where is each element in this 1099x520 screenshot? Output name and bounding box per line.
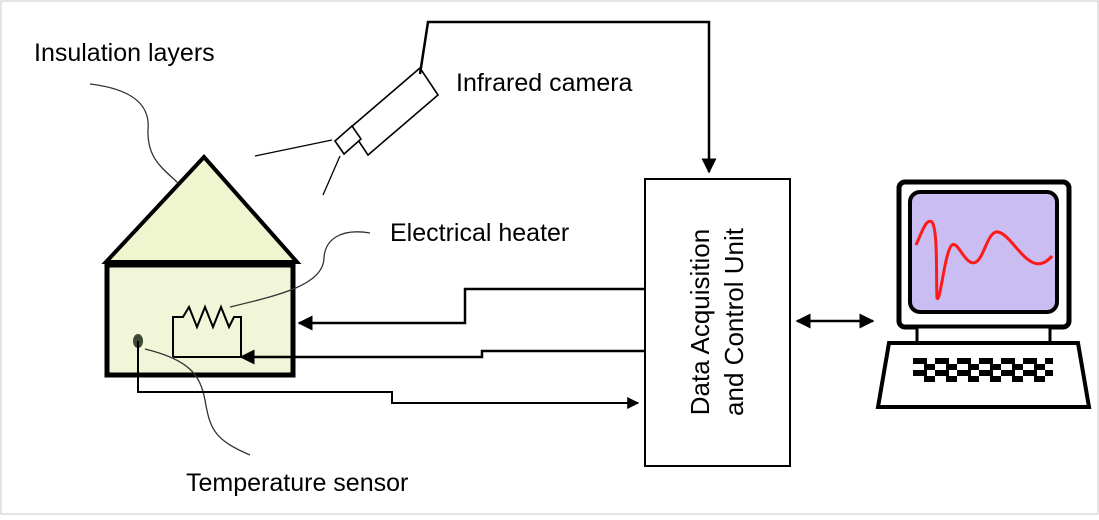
label-daq-line1: Data Acquisition	[685, 229, 715, 415]
heater-leader-line	[229, 231, 371, 308]
camera-cable	[418, 20, 717, 174]
sensor-leader-line	[144, 348, 251, 456]
label-daq-line2: and Control Unit	[719, 227, 749, 416]
heater-return-wire	[239, 349, 645, 365]
sensor-signal-wire	[137, 341, 640, 409]
insulation-leader-line	[89, 83, 179, 184]
insulation-roof	[101, 154, 302, 264]
label-infrared-camera: Infrared camera	[456, 69, 633, 97]
label-insulation-layers: Insulation layers	[34, 39, 215, 67]
heater-resistor-icon	[172, 304, 242, 358]
infrared-camera-icon	[254, 66, 440, 196]
label-electrical-heater: Electrical heater	[390, 219, 569, 247]
daq-control-unit	[644, 178, 791, 467]
waveform-trace	[914, 219, 1054, 300]
label-temperature-sensor: Temperature sensor	[186, 469, 408, 497]
heater-supply-wire	[297, 287, 645, 331]
computer-icon	[875, 179, 1092, 409]
